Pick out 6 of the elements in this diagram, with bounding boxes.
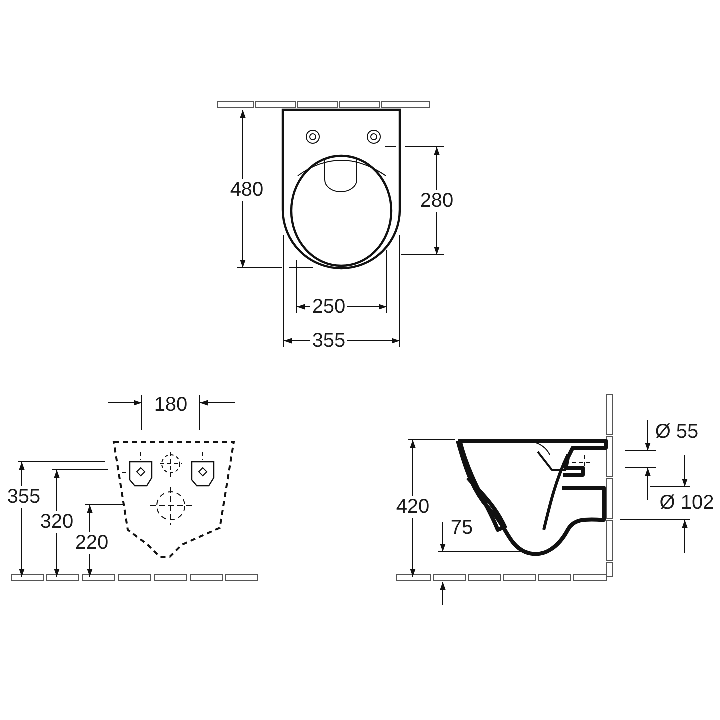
dimension-value: 280 xyxy=(418,190,456,212)
dimension-value: 420 xyxy=(394,496,432,518)
dimension-value: 480 xyxy=(228,179,266,201)
dimension-value: 355 xyxy=(5,486,43,508)
dimension-value: 220 xyxy=(73,532,111,554)
dimension-value: 320 xyxy=(38,511,76,533)
